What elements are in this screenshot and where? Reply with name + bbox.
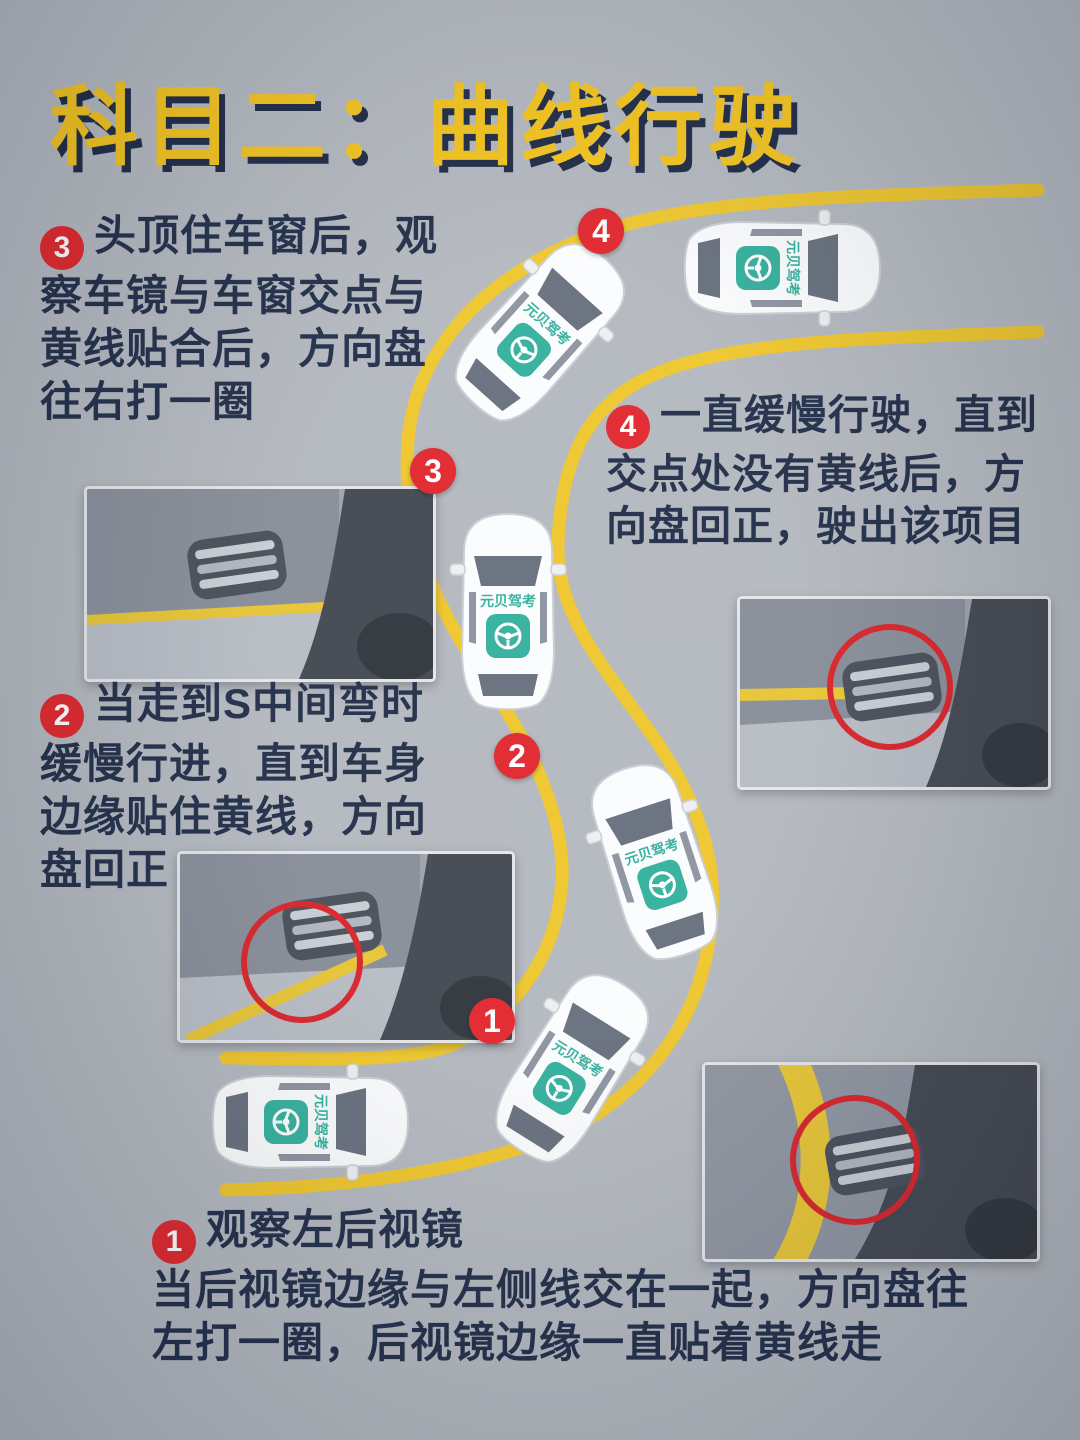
car-icon (211, 1062, 410, 1182)
wheel-arch (982, 723, 1048, 787)
car-door-area (740, 711, 965, 787)
step3-text: 头顶住车窗后，观察车镜与车窗交点与黄线贴合后，方向盘往右打一圈 (40, 212, 439, 425)
yellow-line (87, 602, 326, 625)
yellow-line (185, 944, 388, 1040)
side-mirror-icon (187, 530, 287, 600)
red-highlight-circle (241, 901, 363, 1023)
red-highlight-circle (790, 1095, 920, 1225)
red-highlight-circle (827, 624, 953, 750)
curve-marker-4: 4 (578, 208, 624, 254)
mirror-scene-step2 (180, 854, 512, 1040)
mirror-scene-step3 (87, 489, 433, 679)
yellow-line-outer (219, 183, 1045, 1066)
page-title: 科目二：曲线行驶 (50, 77, 803, 176)
step3-badge: 3 (40, 225, 84, 270)
step1-title: 观察左后视镜 (206, 1206, 465, 1253)
step4-badge: 4 (606, 404, 650, 449)
mirror-photo-step4 (737, 596, 1051, 790)
yellow-line-curved (773, 1065, 831, 1259)
side-mirror-icon (825, 1124, 925, 1196)
car-icon (448, 512, 568, 711)
step2-badge: 2 (40, 693, 84, 738)
curve-marker-1: 1 (469, 998, 515, 1044)
mirror-scene-step1 (705, 1065, 1037, 1259)
side-mirror-icon (842, 652, 942, 722)
wheel-arch (965, 1198, 1037, 1259)
mirror-photo-step2 (177, 851, 515, 1043)
step1-badge: 1 (152, 1219, 196, 1264)
mirror-photo-step1 (702, 1062, 1040, 1262)
car-door-area (87, 603, 339, 679)
step1-text: 当后视镜边缘与左侧线交在一起，方向盘往左打一圈，后视镜边缘一直贴着黄线走 (152, 1265, 970, 1366)
step4-text: 一直缓慢行驶，直到交点处没有黄线后，方向盘回正，驶出该项目 (606, 392, 1038, 549)
car-icon (683, 208, 882, 328)
yellow-line (740, 687, 859, 701)
mirror-photo-step3 (84, 486, 436, 682)
mirror-scene-step4 (740, 599, 1048, 787)
curve-marker-2: 2 (494, 733, 540, 779)
wheel-arch (357, 613, 433, 679)
step2-text: 当走到S中间弯时缓慢行进，直到车身边缘贴住黄线，方向盘回正 (40, 680, 428, 893)
curve-marker-3: 3 (410, 448, 456, 494)
